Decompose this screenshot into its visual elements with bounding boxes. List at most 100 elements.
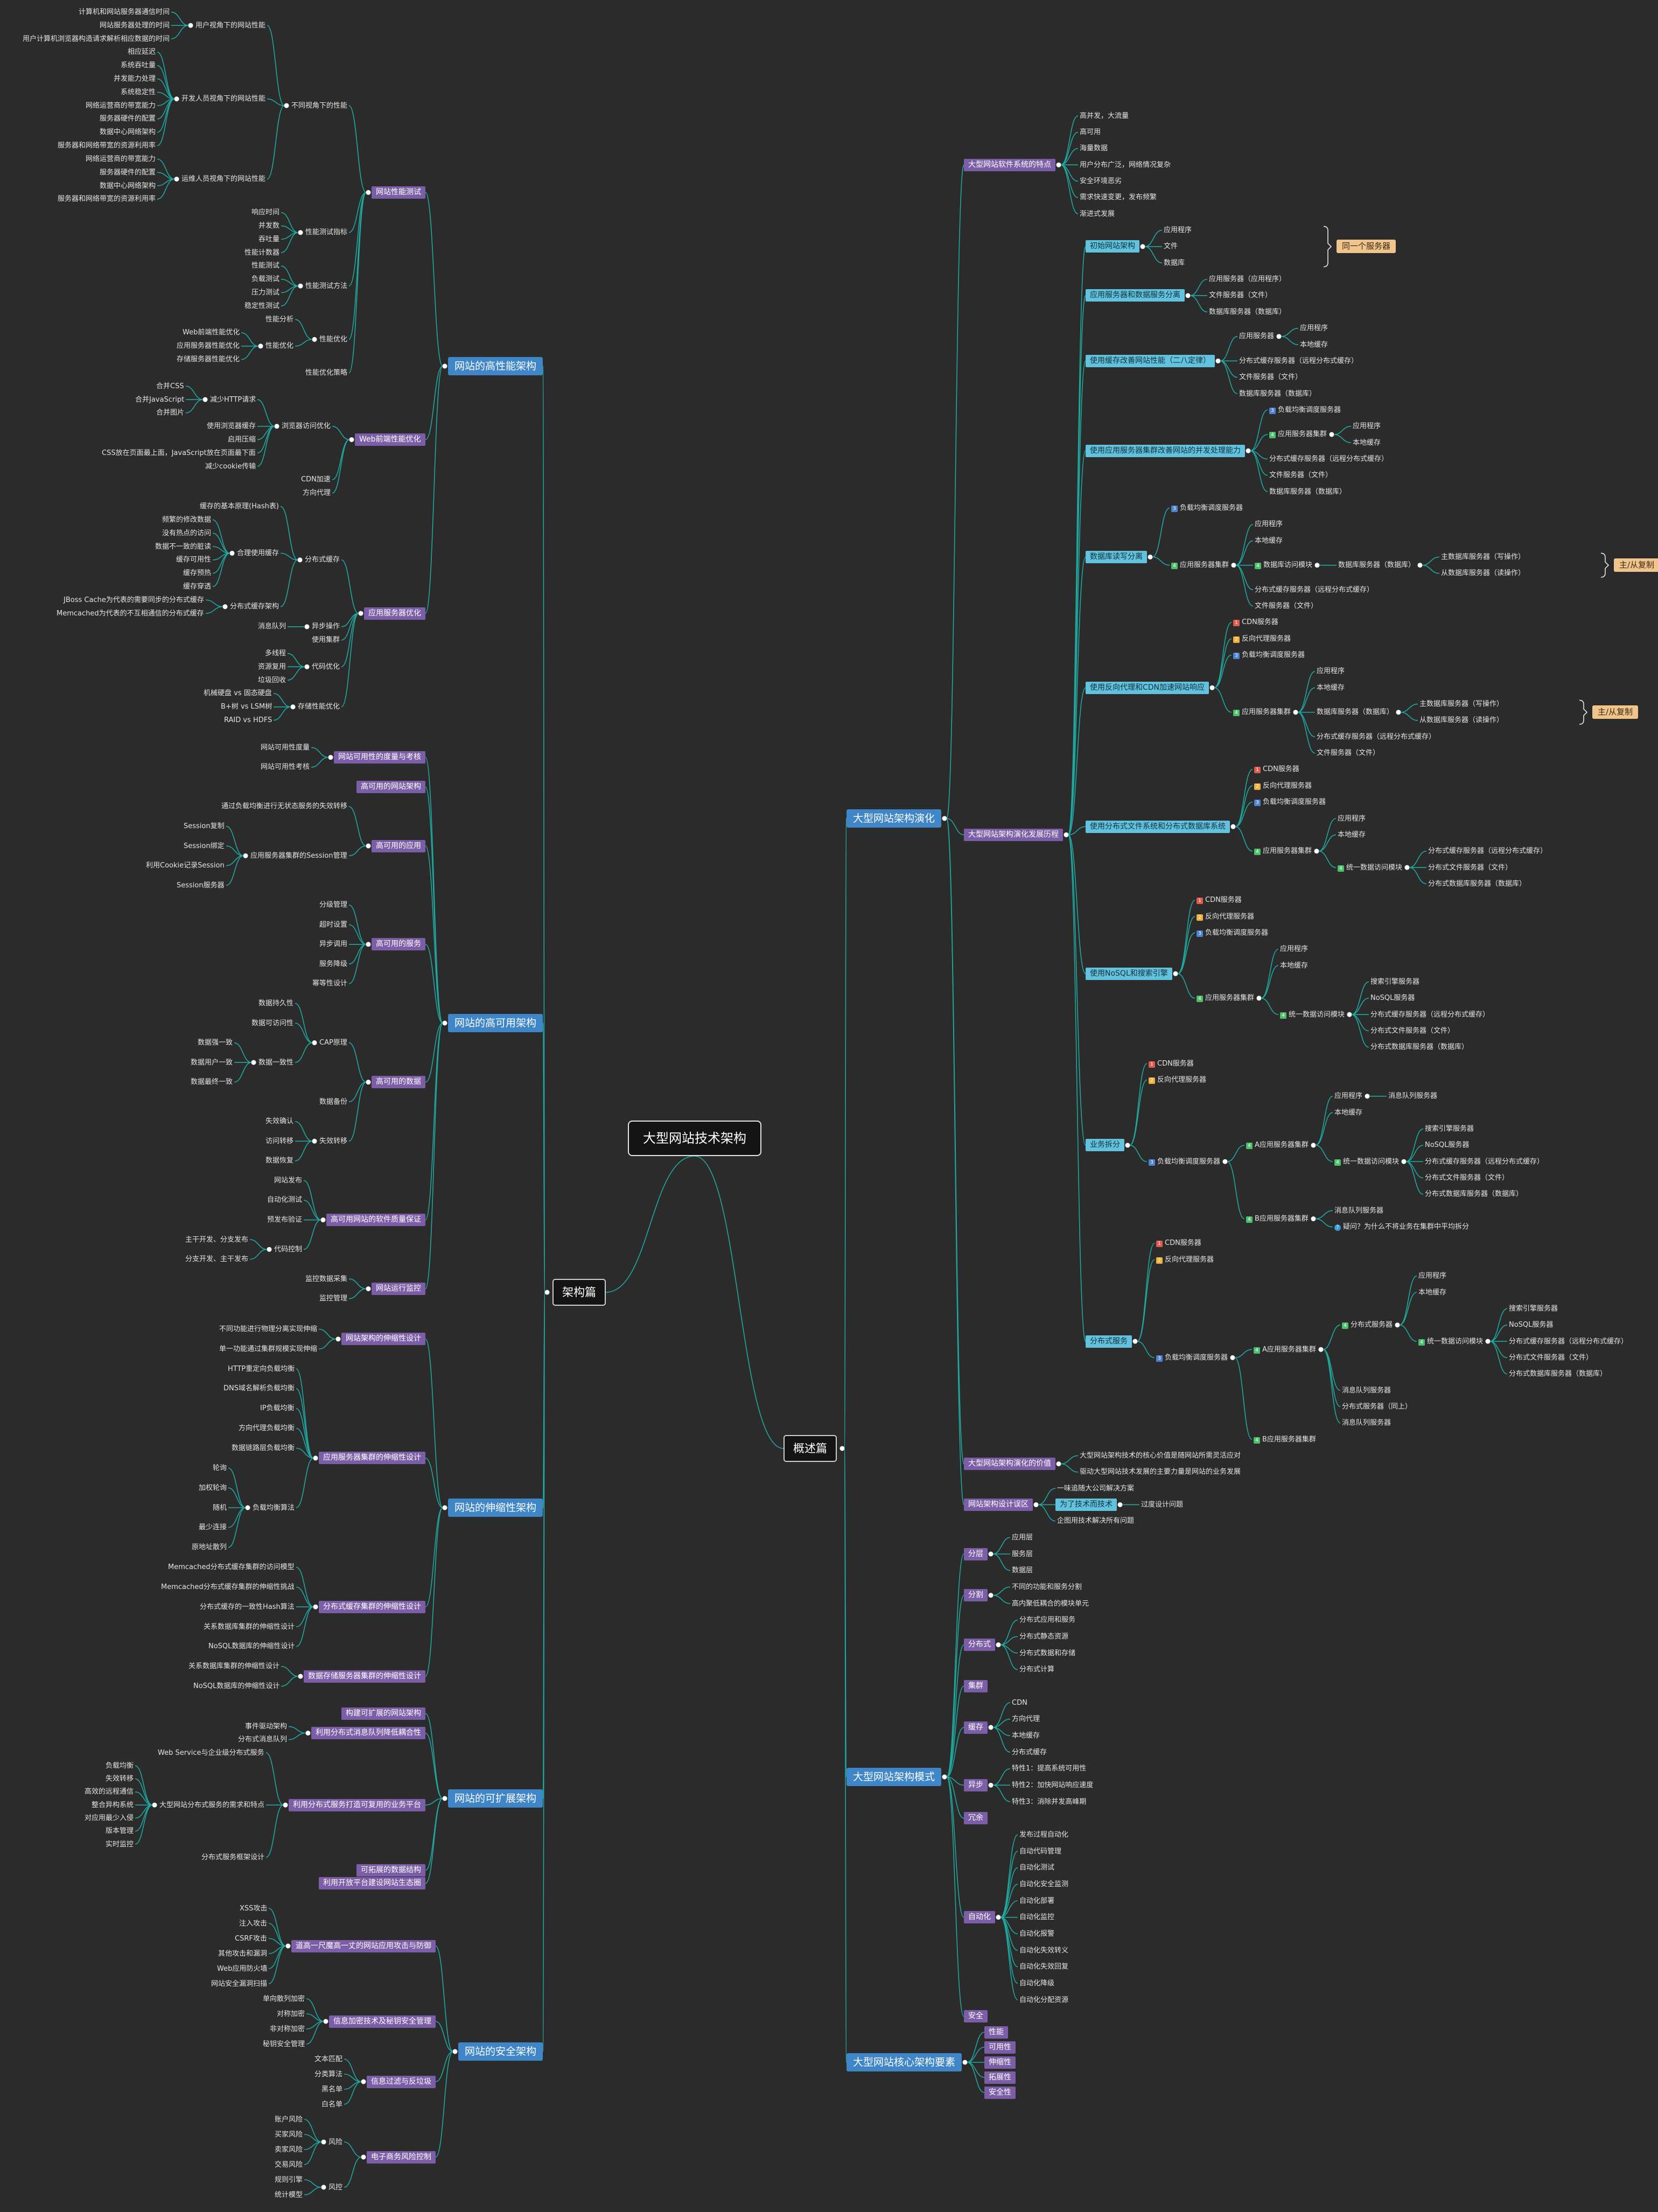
node-right-branches-0-children-1-children-5-title[interactable]: 使用反向代理和CDN加速网站响应 xyxy=(1086,681,1209,694)
node-right-branches-0-children-2-children-1[interactable]: 驱动大型网站技术发展的主要力量是网站的业务发展 xyxy=(1078,1467,1242,1476)
node-left-branches-3-children-2-children-1-children-3[interactable]: 整合异构系统 xyxy=(90,1801,135,1810)
node-left-branches-4-children-2-children-0[interactable]: 文本匹配 xyxy=(313,2055,344,2064)
node-left-branches-3-children-2-children-2[interactable]: 分布式服务框架设计 xyxy=(200,1853,266,1862)
node-left-branches-0-children-1-children-0-children-1[interactable]: 使用浏览器缓存 xyxy=(205,422,257,431)
node-left-branches-3-children-2-children-1-children-0[interactable]: 负载均衡 xyxy=(104,1761,135,1770)
node-left-branches-0-children-0-children-1-title[interactable]: 性能测试指标 xyxy=(304,228,349,237)
node-right-branches-1-children-5-children-2[interactable]: 特性3：消除并发高峰期 xyxy=(1010,1797,1088,1807)
node-left-branches-0-children-1-title[interactable]: Web前端性能优化 xyxy=(355,433,425,446)
node-left-branches-1-children-3-title[interactable]: 高可用的服务 xyxy=(372,938,425,951)
node-left-branches-0-children-0-children-0-children-2-title[interactable]: 运维人员视角下的网站性能 xyxy=(180,174,267,184)
node-right-branches-0-children-1-children-4-children-1-children-4[interactable]: 文件服务器（文件） xyxy=(1253,601,1319,611)
node-right-branches-1-children-8[interactable]: 安全 xyxy=(964,2010,988,2023)
node-left-branches-4-children-2-title[interactable]: 信息过滤与反垃圾 xyxy=(367,2075,436,2088)
node-right-branches-0-children-1-children-2-children-0-children-1[interactable]: 本地缓存 xyxy=(1298,340,1330,349)
node-left-branches-1-children-4-children-2-children-2[interactable]: 数据恢复 xyxy=(264,1156,295,1165)
node-right-branches-1-children-7-children-6[interactable]: 自动化报警 xyxy=(1018,1929,1056,1938)
node-left-branches-2-children-1-children-5-children-0[interactable]: 轮询 xyxy=(211,1464,228,1473)
node-left-branches-1-children-5-title[interactable]: 高可用网站的软件质量保证 xyxy=(326,1214,425,1227)
node-right-branches-0-children-1-children-4-children-1-children-2-children-0-title[interactable]: 数据库服务器（数据库） xyxy=(1337,561,1417,570)
node-left-branches-0-children-0-children-2-children-1[interactable]: 负载测试 xyxy=(250,275,281,284)
node-left-branches-0-children-2-children-2[interactable]: 使用集群 xyxy=(310,635,341,645)
node-left-branches-2-children-1-children-5-children-3[interactable]: 最少连接 xyxy=(197,1523,228,1532)
node-right-branches-0-children-1-children-9-title[interactable]: 分布式服务 xyxy=(1086,1335,1132,1348)
node-left-branches-1-children-0-children-0[interactable]: 网站可用性度量 xyxy=(259,743,311,752)
node-left-branches-0-children-2-children-4-children-2[interactable]: RAID vs HDFS xyxy=(222,716,274,725)
node-left-branches-1-children-4-children-0-children-0[interactable]: 数据持久性 xyxy=(257,999,295,1008)
node-left-branches-0-children-1-children-0-children-2[interactable]: 启用压缩 xyxy=(226,435,257,444)
node-left-branches-2-children-1-children-5-children-1[interactable]: 加权轮询 xyxy=(197,1483,228,1493)
node-right-branches-0-children-1-children-7-children-3-children-2-children-3[interactable]: 分布式文件服务器（文件） xyxy=(1369,1026,1456,1035)
node-left-branches-2-children-1-children-5-children-2[interactable]: 随机 xyxy=(211,1503,228,1513)
node-right-branches-1-children-7-children-3[interactable]: 自动化安全监测 xyxy=(1018,1880,1070,1889)
node-right-branches-1-children-4-children-3[interactable]: 分布式缓存 xyxy=(1010,1748,1048,1757)
node-right-branches-2-children-0[interactable]: 性能 xyxy=(984,2026,1008,2039)
node-left-branches-2-children-2-children-2[interactable]: 分布式缓存的一致性Hash算法 xyxy=(198,1602,296,1612)
node-left-branches-2-children-1-children-5-children-4[interactable]: 原地址散列 xyxy=(190,1543,228,1552)
node-left-branches-1-children-5-children-3-children-1[interactable]: 分支开发、主干发布 xyxy=(184,1255,250,1264)
node-right-branches-0-children-1-children-8-children-2-children-1-children-1[interactable]: ?疑问？为什么不将业务在集群中平均拆分 xyxy=(1333,1222,1471,1231)
node-left-branches-0-children-2-children-0-children-1-title[interactable]: 合理使用缓存 xyxy=(235,549,281,558)
node-left-branches-0-children-2-children-0-children-2-children-1[interactable]: Memcached为代表的不互相通信的分布式缓存 xyxy=(55,609,206,618)
node-left-branches-0-children-2-children-0-children-1-children-3[interactable]: 缓存可用性 xyxy=(174,555,213,564)
node-right-branches-0-children-1-children-5-children-3-children-0[interactable]: 应用程序 xyxy=(1315,667,1346,676)
node-left-branches-0-children-2-children-1-children-0[interactable]: 消息队列 xyxy=(256,622,288,631)
node-right-branches-0-children-1-children-7-children-3-children-0[interactable]: 应用程序 xyxy=(1278,944,1310,954)
node-right-branches-0-children-1-children-7-children-3-children-2-children-4[interactable]: 分布式数据库服务器（数据库） xyxy=(1369,1042,1470,1052)
node-left-branches-3-children-2-children-1-children-2[interactable]: 高效的远程通信 xyxy=(83,1787,135,1796)
node-left-branches-1-children-2-children-0[interactable]: 通过负载均衡进行无状态服务的失效转移 xyxy=(220,802,349,811)
node-left-branches-3-children-2-title[interactable]: 利用分布式服务打造可复用的业务平台 xyxy=(289,1798,425,1811)
node-right-branches-1-children-0-children-1[interactable]: 服务层 xyxy=(1010,1550,1034,1559)
node-right-branches-0-children-1-children-4-children-1-children-2-children-0-children-0[interactable]: 主数据库服务器（写操作） xyxy=(1439,552,1527,562)
node-left-branches-4-children-0-children-4[interactable]: Web应用防火墙 xyxy=(215,1964,269,1973)
node-left-branches-3-children-1-children-1[interactable]: 分布式消息队列 xyxy=(236,1735,289,1744)
node-left-branches-0-children-2-children-0-children-1-children-2[interactable]: 数据不一致的脏读 xyxy=(153,542,213,551)
node-left-branches-0-children-0-children-3-title[interactable]: 性能优化 xyxy=(318,335,349,344)
node-left-branches-4-children-3-children-0-children-0[interactable]: 账户风险 xyxy=(273,2115,304,2124)
node-right-branches-2-children-3[interactable]: 拓展性 xyxy=(984,2071,1016,2084)
node-left-branches-1-children-3-children-1[interactable]: 超时设置 xyxy=(318,920,349,929)
node-right-branches-0-children-1-children-7-title[interactable]: 使用NoSQL和搜索引擎 xyxy=(1086,967,1172,980)
node-right-branches-0-children-2-title[interactable]: 大型网站架构演化的价值 xyxy=(964,1458,1055,1471)
node-left-branches-4-title[interactable]: 网站的安全架构 xyxy=(458,2042,543,2061)
node-left-branches-1-children-2-title[interactable]: 高可用的应用 xyxy=(372,839,425,852)
node-left-branches-4-children-0-children-2[interactable]: CSRF攻击 xyxy=(233,1934,269,1943)
node-left-branches-0-children-0-children-3-children-1-children-0[interactable]: Web前端性能优化 xyxy=(181,328,241,337)
node-left-branches-1-children-4-children-0-children-2-children-1[interactable]: 数据用户一致 xyxy=(189,1058,234,1067)
node-right-branches-0-children-1-children-9-children-2-children-0-children-0-children-2-children-1[interactable]: NoSQL服务器 xyxy=(1507,1320,1555,1329)
node-left-branches-0-children-0-children-0-children-1-children-6[interactable]: 数据中心网络架构 xyxy=(98,128,157,137)
node-right-branches-0-children-1-children-2-children-0-children-0[interactable]: 应用程序 xyxy=(1298,324,1330,333)
node-right-branches-0-children-1-children-9-children-2-children-0-children-0-children-2-children-2[interactable]: 分布式缓存服务器（远程分布式缓存） xyxy=(1507,1337,1629,1346)
node-left-branches-1-children-5-children-2[interactable]: 预发布验证 xyxy=(265,1215,304,1224)
node-right-branches-1-children-2-children-1[interactable]: 分布式静态资源 xyxy=(1018,1632,1070,1641)
node-right-branches-0-children-1-children-3-title[interactable]: 使用应用服务器集群改善网站的并发处理能力 xyxy=(1086,444,1245,457)
node-right-branches-1-children-2-title[interactable]: 分布式 xyxy=(964,1639,995,1651)
node-right-branches-1-children-4-title[interactable]: 缓存 xyxy=(964,1721,988,1734)
node-right-branches-0-children-1-children-6-children-3-children-1[interactable]: 本地缓存 xyxy=(1336,830,1367,839)
node-left-branches-4-children-1-children-2[interactable]: 非对称加密 xyxy=(268,2025,306,2034)
node-left-branches-0-children-1-children-1[interactable]: CDN加速 xyxy=(299,475,332,484)
node-right-branches-0-children-1-children-9-children-2-children-0-children-0-children-2-children-4[interactable]: 分布式数据库服务器（数据库） xyxy=(1507,1369,1608,1378)
node-left-branches-1-children-2-children-1-children-2[interactable]: 利用Cookie记录Session xyxy=(144,861,226,870)
node-right-branches-0-children-1-children-4-title[interactable]: 数据库读写分离 xyxy=(1086,550,1147,563)
node-right-branches-0-children-1-children-0-title[interactable]: 初始网站架构 xyxy=(1086,240,1139,253)
node-left-branches-4-children-3-children-1-title[interactable]: 风控 xyxy=(327,2183,344,2192)
node-right-branches-0-children-1-children-9-children-2-children-0-children-2[interactable]: 分布式服务器（同上） xyxy=(1340,1402,1414,1411)
node-right-branches-0-children-1-children-5-children-3-children-2-children-0[interactable]: 主数据库服务器（写操作） xyxy=(1418,699,1505,709)
node-right-branches-1-children-2-children-0[interactable]: 分布式应用和服务 xyxy=(1018,1615,1077,1625)
node-left-branches-0-children-2-children-0-title[interactable]: 分布式缓存 xyxy=(303,555,341,564)
node-right-branches-0-children-3-children-2[interactable]: 企图用技术解决所有问题 xyxy=(1055,1516,1136,1525)
node-left-branches-0-children-0-children-0-children-0-children-2[interactable]: 用户计算机浏览器构造请求解析相应数据的时间 xyxy=(21,34,171,44)
node-left-branches-0-children-2-children-0-children-2-title[interactable]: 分布式缓存架构 xyxy=(228,602,281,611)
node-right-branches-0-children-1-title[interactable]: 大型网站架构演化发展历程 xyxy=(964,828,1063,841)
node-left-branches-1-children-4-title[interactable]: 高可用的数据 xyxy=(372,1076,425,1089)
node-left-branches-1-children-3-children-0[interactable]: 分级管理 xyxy=(318,900,349,909)
node-left-branches-1-children-6-title[interactable]: 网站运行监控 xyxy=(372,1282,425,1295)
